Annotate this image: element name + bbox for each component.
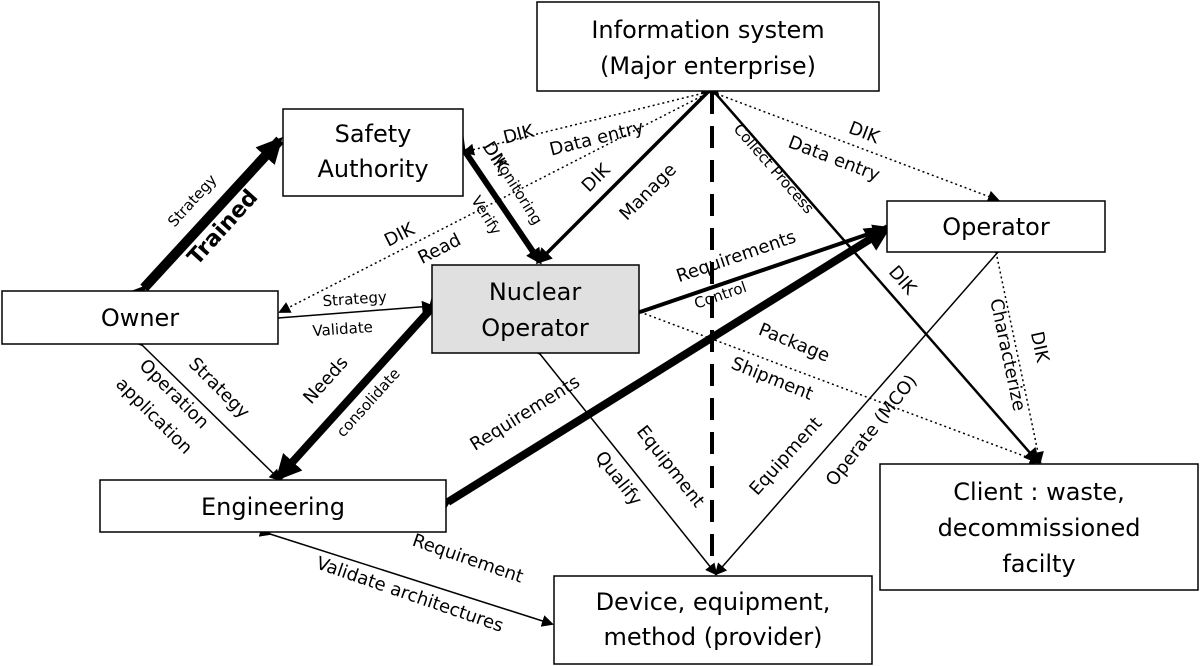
- node-info-system: Information system (Major enterprise): [536, 1, 880, 92]
- node-device: Device, equipment, method (provider): [553, 575, 873, 665]
- label-collect-process: Collect Process: [730, 120, 818, 217]
- node-info-system-line1: Information system: [591, 16, 824, 44]
- label-dik-op-client: DIK: [1026, 330, 1053, 366]
- label-dik-read: DIK: [381, 218, 419, 251]
- node-engineering: Engineering: [99, 479, 447, 533]
- label-equipment-dev-op: Equipment: [745, 413, 826, 500]
- node-operator: Operator: [886, 200, 1106, 253]
- node-safety-authority: Safety Authority: [282, 108, 464, 197]
- edge-owner-engineering: [130, 333, 282, 482]
- label-requirements-eng-op: Requirements: [466, 371, 583, 455]
- node-nuclear-operator-line2: Operator: [481, 314, 589, 342]
- label-requirement-eng-dev: Requirement: [410, 530, 526, 588]
- label-manage: Manage: [615, 159, 680, 224]
- node-operator-line1: Operator: [942, 213, 1050, 241]
- node-engineering-line1: Engineering: [201, 493, 345, 521]
- edge-nuclear-client: [628, 302, 1042, 465]
- node-safety-authority-line1: Safety: [335, 120, 412, 148]
- edge-engineering-device: [258, 525, 554, 627]
- node-client-line1: Client : waste,: [953, 478, 1124, 506]
- label-dik-is-safety: DIK: [501, 120, 537, 148]
- node-owner-line1: Owner: [101, 304, 179, 332]
- label-read: Read: [415, 229, 465, 268]
- node-nuclear-operator-line1: Nuclear: [489, 278, 582, 306]
- edge-nuclear-device: [529, 342, 718, 576]
- node-info-system-line2: (Major enterprise): [600, 52, 816, 80]
- node-device-line2: method (provider): [603, 623, 822, 651]
- edge-operator-device: [714, 240, 1010, 576]
- node-client-line2: decommissioned: [938, 514, 1141, 542]
- node-device-line1: Device, equipment,: [596, 588, 831, 616]
- node-client: Client : waste, decommissioned facilty: [879, 463, 1199, 591]
- node-owner: Owner: [1, 290, 279, 345]
- edge-owner-safety: [119, 136, 284, 313]
- label-validate-owner-nuc: Validate: [312, 318, 374, 340]
- edge-info-nuclear: [535, 77, 723, 265]
- label-characterize: Characterize: [985, 297, 1029, 413]
- label-data-entry-is-safety: Data entry: [547, 117, 646, 161]
- label-qualify: Qualify: [591, 447, 647, 510]
- node-client-line3: facilty: [1002, 550, 1075, 578]
- edge-nuclear-engineering: [275, 284, 455, 481]
- node-nuclear-operator: Nuclear Operator: [431, 264, 640, 354]
- label-dik-is-op: DIK: [846, 118, 884, 149]
- label-strategy-owner-nuc: Strategy: [322, 288, 387, 310]
- node-safety-authority-line2: Authority: [317, 155, 428, 183]
